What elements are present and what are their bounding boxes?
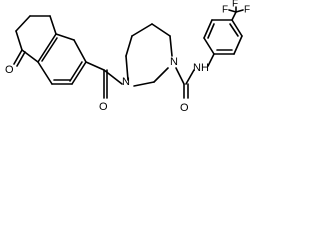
urea-oxygen-label: O <box>180 102 189 114</box>
fluorine-top-label: F <box>232 0 238 10</box>
fluorine-left-label: F <box>222 5 228 16</box>
aryl-carbonyl <box>85 61 123 99</box>
ring-nitrogen-right-label: N <box>170 56 178 68</box>
tetralone-aromatic-ring <box>37 33 87 85</box>
nh-group-label: NH <box>193 62 209 74</box>
nh-aryl-bond <box>207 53 215 67</box>
phenyl-ring <box>203 19 243 55</box>
diazepane-ring <box>125 23 173 87</box>
ring-nitrogen-left-label: N <box>122 76 130 88</box>
fluorine-right-label: F <box>244 5 250 16</box>
molecule-structure: O O O N N NH F F F <box>5 0 250 114</box>
tetralone-saturated-ring <box>15 15 57 63</box>
trifluoromethyl-group <box>228 6 244 21</box>
urea-carbonyl <box>175 67 195 99</box>
ketone-oxygen-label: O <box>5 64 14 76</box>
ketone-carbonyl <box>13 49 26 67</box>
amide-oxygen-label: O <box>99 101 108 113</box>
